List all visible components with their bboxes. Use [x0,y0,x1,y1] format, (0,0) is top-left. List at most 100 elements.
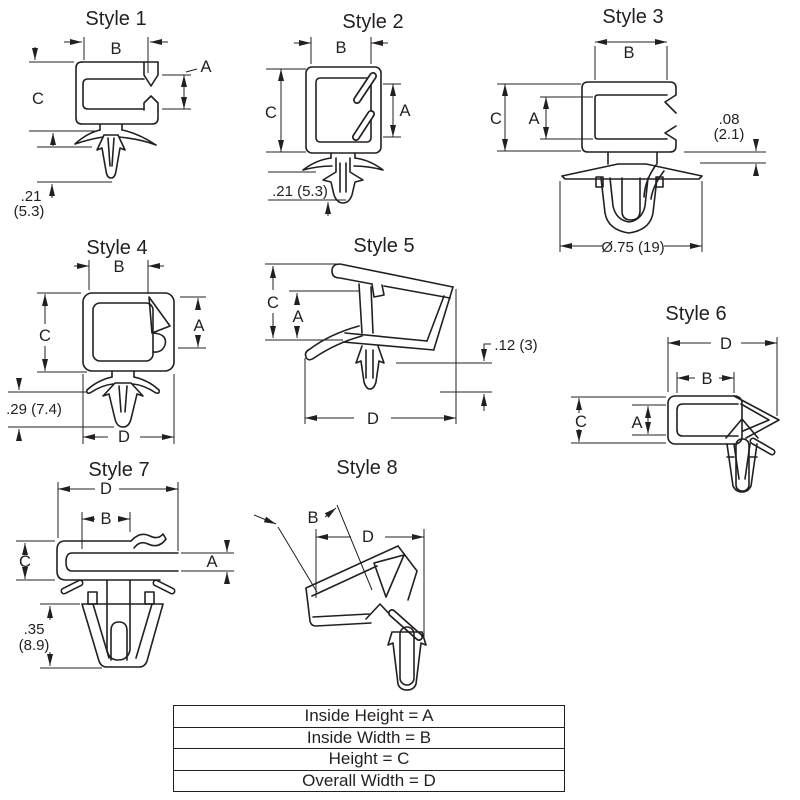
part-path [130,533,167,549]
style-7-dim-C: C [19,553,31,571]
part-path [81,603,164,668]
dim-path [304,289,457,424]
style-1-dimensions: B A C .21 (5.3) [14,37,212,220]
part-path [65,552,179,572]
part-path [600,177,658,234]
part-path [148,296,171,334]
part-path [387,631,427,691]
part-path [561,163,703,180]
style-2-dim-B: B [335,39,346,57]
part-path [111,370,135,378]
style-7-title: Style 7 [88,459,149,481]
style-4-group: Style 4 B C A .29 (7.4) [6,237,206,446]
style-1-dim-A: A [200,58,211,76]
part-path [371,283,385,298]
dim-path [277,504,373,593]
part-path [330,152,356,159]
part-path [594,94,668,140]
style-8-dimensions: B D [253,504,425,640]
part-path [726,443,758,493]
dim-path [266,68,306,153]
style-3-callout: Ø.75 (19) [601,239,664,256]
part-path [143,95,159,111]
style-5-dim-D: D [367,410,379,428]
style-3-dim-A: A [528,110,539,128]
style-1-title: Style 1 [85,8,146,30]
style-3-group: Style 3 B C A .08 (2.1) [490,6,766,256]
style-8-dim-D: D [362,528,374,546]
style-7-callout: .35 [24,621,45,638]
style-3-callout: .08 [719,111,740,128]
part-path [358,283,374,334]
style-6-dim-A: A [631,414,642,432]
part-path [74,129,157,146]
style-1-dim-B: B [110,40,121,58]
part-path [75,61,159,125]
style-8-title: Style 8 [336,457,397,479]
part-path [621,177,641,221]
dim-path [40,603,102,669]
dim-path [16,540,55,581]
part-path [82,78,145,110]
legend-row: Inside Width = B [174,726,564,749]
style-6-title: Style 6 [665,303,726,325]
style-3-title: Style 3 [602,6,663,28]
dim-path [37,292,87,373]
style-2-callout: .21 (5.3) [272,183,328,200]
part-path [733,395,780,439]
style-3-dimensions: B C A .08 (2.1) Ø.75 (19) [490,39,766,256]
part-path [92,302,154,362]
style-1-part [74,61,159,179]
dim-path [268,171,346,201]
part-path [581,81,677,153]
style-6-dim-D: D [720,335,732,353]
part-path [751,439,774,454]
style-4-dim-B: B [113,258,124,276]
style-4-dim-C: C [39,327,51,345]
part-path [676,403,739,437]
part-path [355,345,385,390]
style-4-dim-D: D [118,428,130,446]
dim-path [383,83,401,138]
dim-path [559,181,703,252]
dim-path [83,37,149,73]
part-path [607,151,658,165]
part-path [110,621,128,661]
style-5-group: Style 5 C A .12 (3) D [265,235,538,428]
style-2-dim-C: C [265,104,277,122]
dim-path [253,514,277,525]
part-path [96,134,126,179]
part-path [354,73,376,103]
style-5-dim-A: A [292,308,303,326]
part-path [399,626,415,686]
dim-path [667,337,778,416]
style-7-group: Style 7 D B C [16,459,234,669]
style-7-dimensions: D B C A .35 (8.9) [16,480,234,669]
part-path [655,176,664,188]
dim-path [324,507,337,518]
part-path [62,581,82,593]
style-4-callout: .29 (7.4) [6,401,62,418]
part-path [152,332,167,353]
style-2-title: Style 2 [342,11,403,33]
style-8-dim-B: B [307,509,318,527]
part-path [389,610,422,640]
part-path [87,591,98,605]
style-8-group: Style 8 B D [253,457,427,691]
part-path [373,545,418,601]
part-path [331,263,454,299]
style-7-dim-D: D [100,480,112,498]
legend-row: Overall Width = D [174,769,564,792]
part-path [353,111,374,140]
style-5-callout: .12 (3) [494,337,537,354]
style-2-part [302,66,384,204]
dim-path [632,404,666,436]
dim-path [181,552,234,572]
part-path [595,176,604,188]
part-path [102,382,144,428]
style-1-group: Style 1 B A C .21 (5.3) [14,8,212,220]
style-5-part [304,263,454,390]
dim-path [684,151,766,164]
